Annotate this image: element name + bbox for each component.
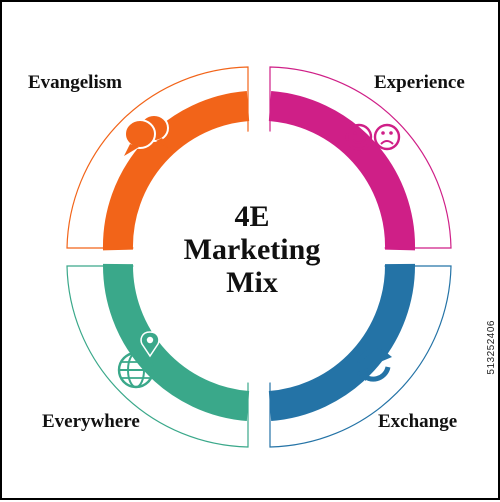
center-title-line-2: Marketing <box>183 233 321 266</box>
refresh-arrows-icon <box>356 348 392 382</box>
speech-bubbles-icon <box>124 114 169 156</box>
evangelism-arc <box>102 91 250 251</box>
label-exchange: Exchange <box>378 411 458 432</box>
label-evangelism: Evangelism <box>28 72 122 93</box>
smiley-faces-icon <box>345 123 401 151</box>
label-experience: Experience <box>374 72 465 93</box>
everywhere-arc <box>102 263 250 421</box>
label-everywhere: Everywhere <box>42 411 140 432</box>
center-title: 4E Marketing Mix <box>152 200 352 299</box>
center-title-line-1: 4E <box>234 200 270 233</box>
center-title-line-3: Mix <box>226 266 278 299</box>
globe-location-icon <box>117 331 160 389</box>
experience-arc <box>268 91 416 251</box>
center-disc <box>133 131 385 383</box>
stock-id-text: 513252406 <box>486 320 497 375</box>
